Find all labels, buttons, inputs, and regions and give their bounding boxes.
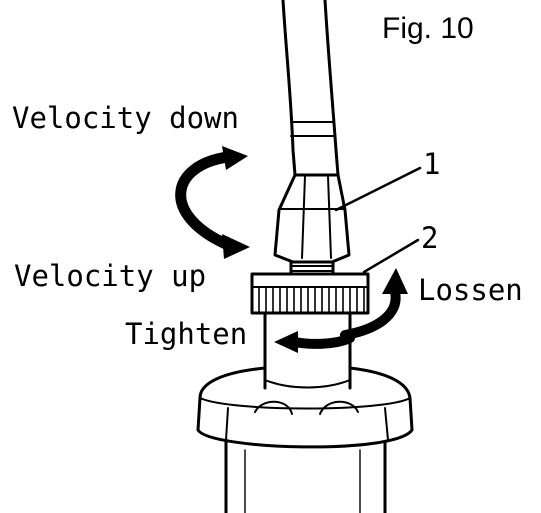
hex-nut [273, 173, 351, 264]
tighten-arrow [274, 331, 355, 353]
hose [281, 0, 340, 177]
tighten-label: Tighten [125, 317, 248, 351]
velocity-down-label: Velocity down [12, 101, 239, 135]
knurled-cap [250, 272, 370, 315]
callout-2: 2 [421, 221, 439, 255]
lossen-arrow [340, 268, 408, 340]
threaded-stem [289, 260, 335, 274]
callout-1: 1 [423, 147, 441, 181]
callout-1-leader [334, 166, 422, 212]
callout-2-leader [362, 238, 420, 274]
figure-label: Fig. 10 [382, 12, 474, 45]
velocity-up-label: Velocity up [14, 259, 207, 293]
valve-body [263, 311, 352, 390]
lossen-label: Lossen [418, 273, 523, 307]
bottle-cap [196, 366, 414, 513]
velocity-rotation-arrow [175, 146, 250, 259]
